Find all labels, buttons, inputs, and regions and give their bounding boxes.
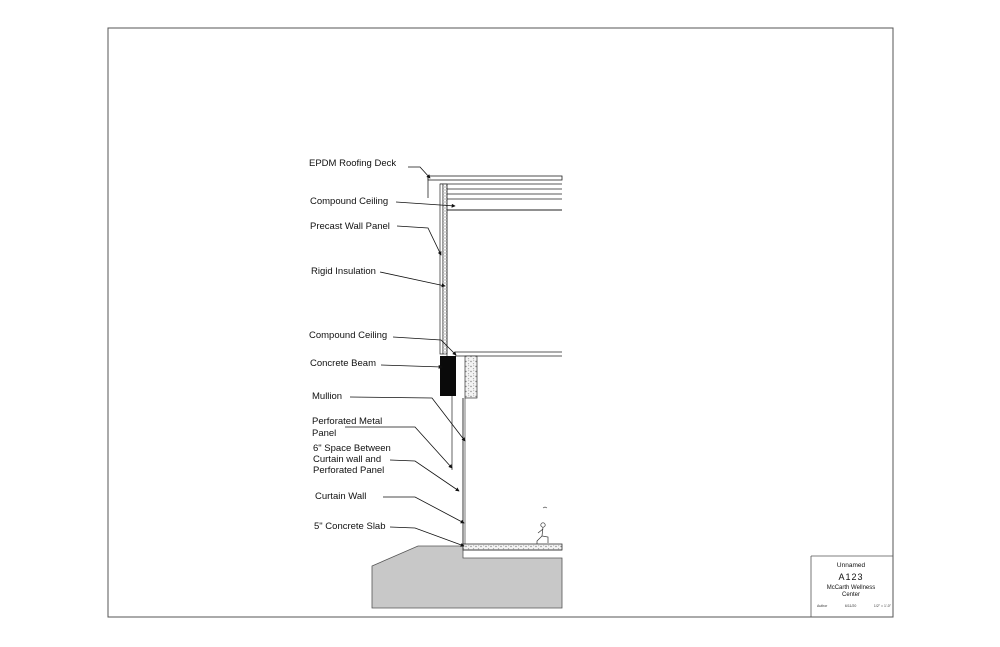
title-block-project-line1: McCarth Wellness [826,585,876,591]
title-block-drawing-name: Unnamed [836,562,866,569]
label-compound-ceiling-top: Compound Ceiling [310,196,389,207]
label-concrete-beam: Concrete Beam [310,358,377,369]
title-block-date: 6/11/20 [844,604,857,608]
small-bird-figure [542,506,548,509]
concrete-slab [462,543,563,551]
title-block-scale: 1/2" = 1'-0" [873,604,891,608]
title-block-project-line2: Center [841,592,860,598]
label-mullion: Mullion [312,391,343,402]
precast-wall-panel [439,183,444,355]
title-block-meta: Author 6/11/20 1/2" = 1'-0" [817,604,891,608]
beam-column [464,355,478,399]
leader-space [389,459,460,492]
label-epdm-roofing-deck: EPDM Roofing Deck [309,158,397,169]
sheet-border [107,27,894,618]
leader-mullion [349,396,466,442]
label-perforated-metal-line1: Perforated Metal [312,416,383,427]
label-concrete-slab: 5" Concrete Slab [314,521,386,532]
leader-rigid [379,271,446,288]
leader-curtain [383,496,465,524]
label-space-line1: 6" Space Between [313,443,391,454]
rigid-insulation [442,183,448,355]
leader-ceiling-top [395,201,456,208]
ground-fill [371,545,563,609]
label-curtain-wall: Curtain Wall [315,491,367,502]
seated-person-figure [536,522,549,544]
label-space-line3: Perforated Panel [313,465,385,476]
leader-slab [389,526,465,547]
label-precast-wall-panel: Precast Wall Panel [310,221,390,232]
label-space-line2: Curtain wall and [313,454,382,465]
roof-deck [427,175,563,181]
leader-precast [396,225,442,256]
label-compound-ceiling-mid: Compound Ceiling [309,330,388,341]
concrete-beam [440,356,456,396]
title-block-sheet-number: A123 [838,572,864,582]
leader-perforated [345,426,453,469]
leader-epdm [408,166,431,179]
label-perforated-metal-line2: Panel [312,428,337,439]
label-rigid-insulation: Rigid Insulation [311,266,376,277]
title-block-author: Author [817,604,828,608]
leader-ceiling-mid [392,336,457,356]
leader-beam [380,364,443,369]
